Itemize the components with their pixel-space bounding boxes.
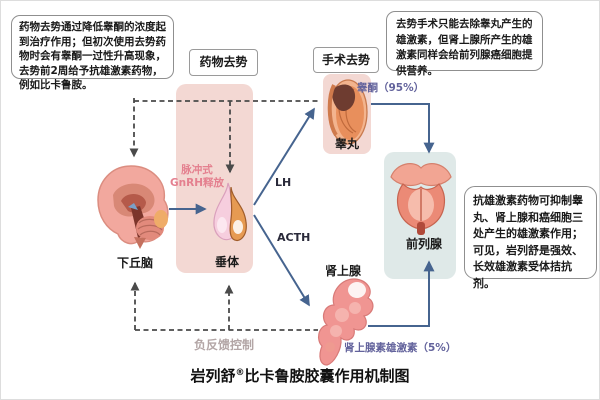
pituitary-gland-icon (213, 182, 247, 242)
drug-castration-tag: 药物去势 (189, 49, 258, 76)
diagram-title: 岩列舒®比卡鲁胺胶囊作用机制图 (1, 365, 599, 386)
prostate-label: 前列腺 (406, 237, 443, 251)
gnrh-label: 脉冲式 GnRH释放 (170, 164, 224, 189)
drug-castration-note: 药物去势通过降低睾酮的浓度起到治疗作用；但初次使用去势药物时会有睾酮一过性升高现… (11, 15, 174, 91)
registered-trademark-icon: ® (235, 368, 245, 378)
negative-feedback-label: 负反馈控制 (194, 338, 255, 352)
testosterone-arrow (371, 103, 435, 154)
diagram-title-rest: 比卡鲁胺胶囊作用机制图 (244, 367, 410, 385)
acth-label: ACTH (277, 231, 311, 244)
testis-icon (327, 79, 368, 145)
prostate-icon (390, 163, 452, 235)
pituitary-panel (176, 84, 253, 273)
lh-arrow (253, 107, 315, 206)
pituitary-label: 垂体 (215, 255, 240, 269)
adrenal-androgen-label: 肾上腺素雄激素（5%） (344, 342, 457, 354)
adrenal-label: 肾上腺 (325, 264, 362, 278)
diagram-title-brand: 岩列舒 (190, 367, 236, 385)
testis-label: 睾丸 (335, 137, 360, 151)
acth-arrow (253, 214, 310, 307)
lh-label: LH (275, 176, 292, 189)
antiandrogen-note: 抗雄激素药物可抑制睾丸、肾上腺和癌细胞三处产生的雄激素作用；可见，岩列舒是强效、… (464, 186, 597, 290)
hypothalamus-label: 下丘脑 (117, 256, 154, 270)
testosterone-label: 睾酮（95%） (357, 82, 425, 94)
surgery-castration-note: 去势手术只能去除睾丸产生的雄激素，但肾上腺所产生的雄激素同样会给前列腺癌细胞提供… (386, 11, 543, 77)
surgery-castration-tag: 手术去势 (313, 47, 379, 73)
hypothalamus-brain-icon (97, 165, 169, 249)
